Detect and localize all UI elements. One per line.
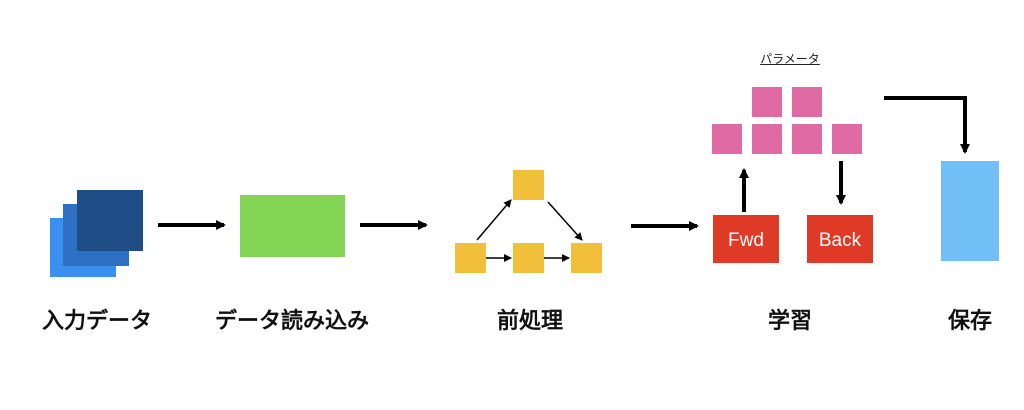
input-data-icon: [50, 190, 143, 277]
input-layer-front: [77, 190, 143, 251]
stage-label-load: データ読み込み: [214, 309, 369, 334]
arrow-train-to-save: [884, 96, 970, 154]
load-box: [240, 195, 345, 257]
preprocess-edge: [476, 199, 512, 241]
preprocess-edge: [547, 201, 583, 241]
stage-label-train: 学習: [767, 309, 812, 334]
preprocess-node: [571, 243, 602, 273]
preprocess-node: [513, 170, 544, 200]
forward-label: Fwd: [728, 230, 764, 251]
forward-box: Fwd: [713, 215, 779, 263]
preprocess-graph: [455, 170, 602, 273]
parameter-node: [752, 124, 782, 154]
backward-box-rect: [807, 215, 873, 263]
stage-label-preprocess: 前処理: [496, 309, 563, 334]
preprocess-node: [455, 243, 486, 273]
parameter-node: [752, 87, 782, 117]
parameter-caption: パラメータ: [760, 52, 820, 66]
stage-label-input: 入力データ: [41, 309, 152, 334]
backward-label: Back: [819, 230, 862, 251]
parameter-grid: [712, 87, 862, 154]
parameter-node: [792, 87, 822, 117]
save-box: [941, 161, 999, 261]
preprocess-node: [513, 243, 544, 273]
parameter-node: [792, 124, 822, 154]
parameter-node: [712, 124, 742, 154]
parameter-node: [832, 124, 862, 154]
stage-label-save: 保存: [947, 309, 992, 334]
forward-box-rect: [713, 215, 779, 263]
backward-box: Back: [807, 215, 873, 263]
